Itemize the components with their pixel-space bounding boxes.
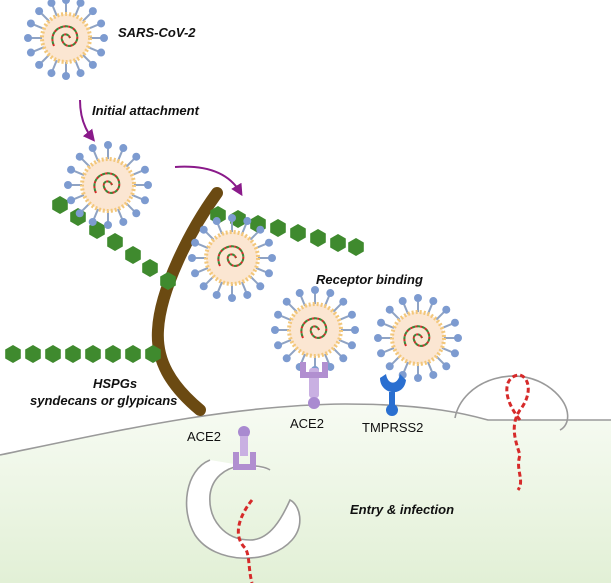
hexagon-chain-icon xyxy=(5,196,364,363)
hexagon-icon xyxy=(107,233,123,251)
curved-arrow-icon xyxy=(174,165,243,197)
hexagon-icon xyxy=(160,272,176,290)
proteoglycan-core-icon xyxy=(151,187,223,416)
hexagon-icon xyxy=(65,345,81,363)
hexagon-icon xyxy=(348,238,364,256)
ace2-receptor-icon xyxy=(233,426,256,470)
hexagon-icon xyxy=(230,210,246,228)
hexagon-icon xyxy=(145,345,161,363)
hexagon-icon xyxy=(270,219,286,237)
hexagon-icon xyxy=(52,196,68,214)
entry-infection-label: Entry & infection xyxy=(350,502,455,517)
membrane-bulge xyxy=(454,375,569,431)
ace2-endosome-label: ACE2 xyxy=(187,429,221,444)
syndecans-label: syndecans or glypicans xyxy=(30,393,178,408)
virion-icon xyxy=(188,214,276,302)
host-cell xyxy=(0,404,611,583)
hspgs-label: HSPGs xyxy=(93,376,138,391)
rna-strand-endosome xyxy=(236,499,254,583)
virion-group xyxy=(24,0,462,382)
initial-attachment-label: Initial attachment xyxy=(92,103,199,118)
curved-arrow-icon xyxy=(79,99,95,142)
ace2-receptor-icon xyxy=(300,362,328,409)
hexagon-icon xyxy=(125,246,141,264)
hexagon-icon xyxy=(85,345,101,363)
hexagon-icon xyxy=(125,345,141,363)
hexagon-icon xyxy=(290,224,306,242)
virion-icon xyxy=(64,141,152,229)
rna-strand-membrane xyxy=(505,373,530,491)
tmprss2-label: TMPRSS2 xyxy=(362,420,424,435)
virus-label: SARS-CoV-2 xyxy=(118,25,196,40)
receptor-binding-label: Receptor binding xyxy=(316,272,423,287)
tmprss2-protease-icon xyxy=(380,374,406,416)
virion-icon xyxy=(24,0,108,80)
endosome-icon xyxy=(185,459,301,559)
hexagon-icon xyxy=(142,259,158,277)
virion-icon xyxy=(271,286,359,374)
hexagon-icon xyxy=(45,345,61,363)
hexagon-icon xyxy=(330,234,346,252)
hexagon-icon xyxy=(310,229,326,247)
ace2-membrane-label: ACE2 xyxy=(290,416,324,431)
hexagon-icon xyxy=(105,345,121,363)
hexagon-icon xyxy=(5,345,21,363)
virion-icon xyxy=(374,294,462,382)
hexagon-icon xyxy=(25,345,41,363)
